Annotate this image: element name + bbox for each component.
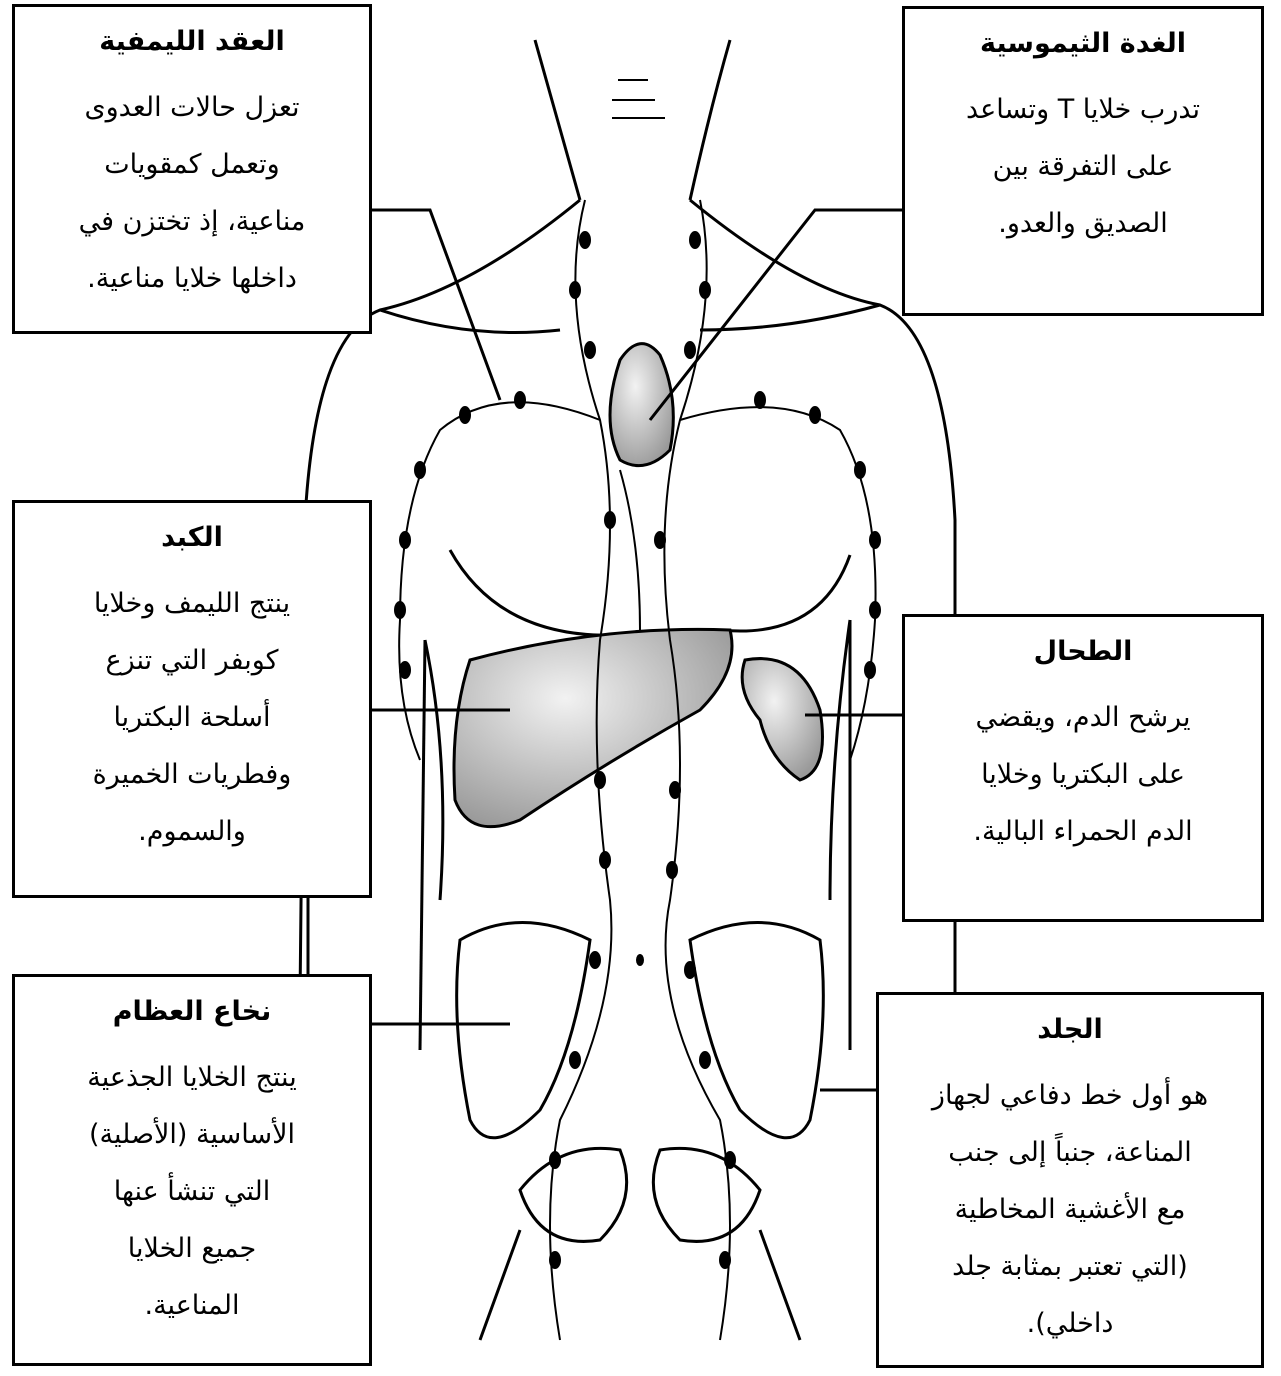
skin-label-box: الجلد هو أول خط دفاعي لجهاز المناعة، جنب… [876,992,1264,1368]
liver-label-box: الكبد ينتج الليمف وخلايا كوبفر التي تنزع… [12,500,372,898]
leader-lymph-nodes [372,210,500,400]
thymus-label-box: الغدة الثيموسية تدرب خلايا T وتساعد على … [902,6,1264,316]
liver-organ [454,629,732,826]
skin-text: هو أول خط دفاعي لجهاز المناعة، جنباً إلى… [889,1067,1251,1352]
bone-marrow-title: نخاع العظام [25,995,359,1029]
spleen-text: يرشح الدم، ويقضي على البكتريا وخلايا الد… [915,689,1251,860]
skin-title: الجلد [889,1013,1251,1047]
spleen-label-box: الطحال يرشح الدم، ويقضي على البكتريا وخل… [902,614,1264,922]
thymus-title: الغدة الثيموسية [915,27,1251,61]
lymph-nodes-title: العقد الليمفية [25,25,359,59]
spleen-organ [742,659,822,780]
pelvis-bones [457,923,824,1341]
thymus-text: تدرب خلايا T وتساعد على التفرقة بين الصد… [915,81,1251,252]
bone-marrow-label-box: نخاع العظام ينتج الخلايا الجذعية الأساسي… [12,974,372,1366]
lymph-nodes-label-box: العقد الليمفية تعزل حالات العدوى وتعمل ك… [12,4,372,334]
bone-marrow-text: ينتج الخلايا الجذعية الأساسية (الأصلية) … [25,1049,359,1334]
body-outline [300,40,955,1050]
leader-thymus [650,210,902,420]
liver-title: الكبد [25,521,359,555]
face-features [612,80,665,118]
spleen-title: الطحال [915,635,1251,669]
liver-text: ينتج الليمف وخلايا كوبفر التي تنزع أسلحة… [25,575,359,860]
lymph-nodes-text: تعزل حالات العدوى وتعمل كمقويات مناعية، … [25,79,359,307]
